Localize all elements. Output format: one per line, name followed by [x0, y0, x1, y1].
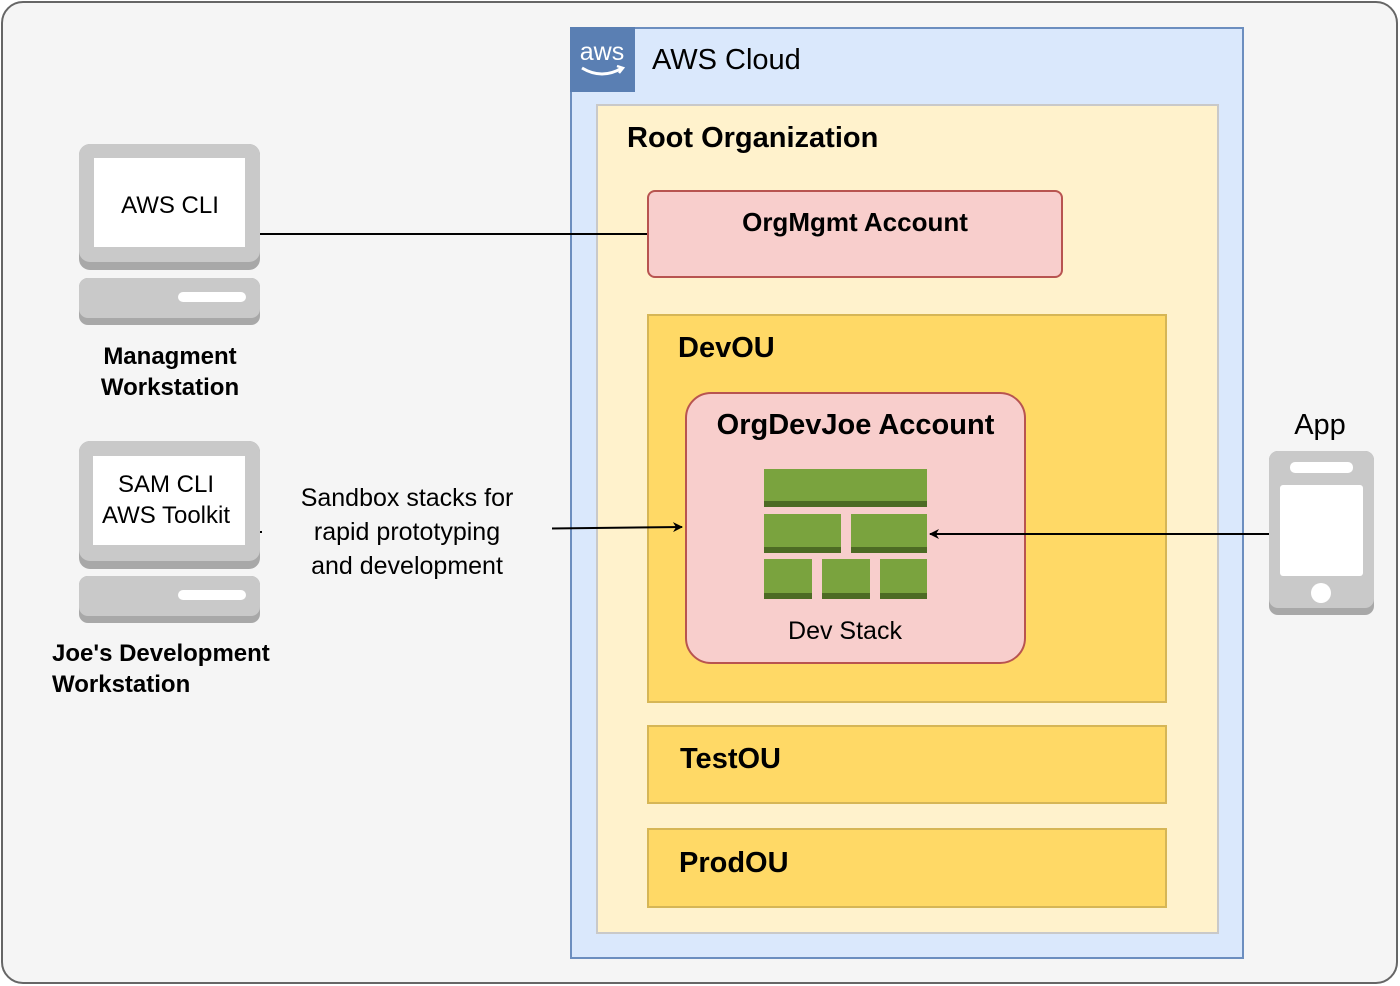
- testou-label: TestOU: [680, 743, 781, 775]
- joe-screen-line-2: AWS Toolkit: [101, 502, 231, 529]
- cloudformation-stack-icon: [764, 469, 927, 599]
- orgmgmt-account-label: OrgMgmt Account: [742, 207, 968, 237]
- app-label: App: [1294, 409, 1346, 441]
- management-workstation-label-line-1: Managment: [103, 343, 237, 370]
- joe-screen-line-1: SAM CLI: [117, 471, 215, 498]
- sandbox-edge-label: Sandbox stacks for rapid prototyping and…: [262, 481, 552, 583]
- orgdevjoe-account-label: OrgDevJoe Account: [716, 409, 995, 441]
- dev-stack-label: Dev Stack: [788, 617, 902, 645]
- testou-box: [647, 725, 1167, 804]
- aws-logo-icon: aws: [570, 27, 635, 92]
- management-workstation-label: Managment Workstation: [70, 341, 270, 403]
- joe-workstation-computer-icon: [79, 441, 260, 623]
- prodou-box: [647, 828, 1167, 908]
- devou-label: DevOU: [678, 332, 775, 364]
- orgmgmt-account-box: [647, 190, 1063, 278]
- aws-logo-text: aws: [580, 38, 624, 66]
- joe-workstation-label-line-1: Joe's Development: [52, 640, 270, 667]
- sandbox-edge-label-line-1: Sandbox stacks for: [300, 484, 514, 512]
- mgmt-screen-text: AWS CLI: [121, 192, 219, 219]
- joe-workstation-label: Joe's Development Workstation: [40, 638, 300, 700]
- mobile-phone-icon: [1269, 451, 1374, 615]
- management-workstation-computer-icon: [79, 144, 260, 325]
- sandbox-edge-label-line-3: and development: [311, 552, 503, 580]
- sandbox-edge-label-line-2: rapid prototyping: [313, 518, 501, 546]
- prodou-label: ProdOU: [679, 847, 789, 879]
- joe-workstation-label-line-2: Workstation: [52, 671, 191, 698]
- management-workstation-label-line-2: Workstation: [100, 374, 240, 401]
- aws-cloud-label: AWS Cloud: [652, 44, 801, 76]
- root-organization-label: Root Organization: [627, 122, 879, 154]
- joe-screen-text: SAM CLI AWS Toolkit: [92, 469, 240, 531]
